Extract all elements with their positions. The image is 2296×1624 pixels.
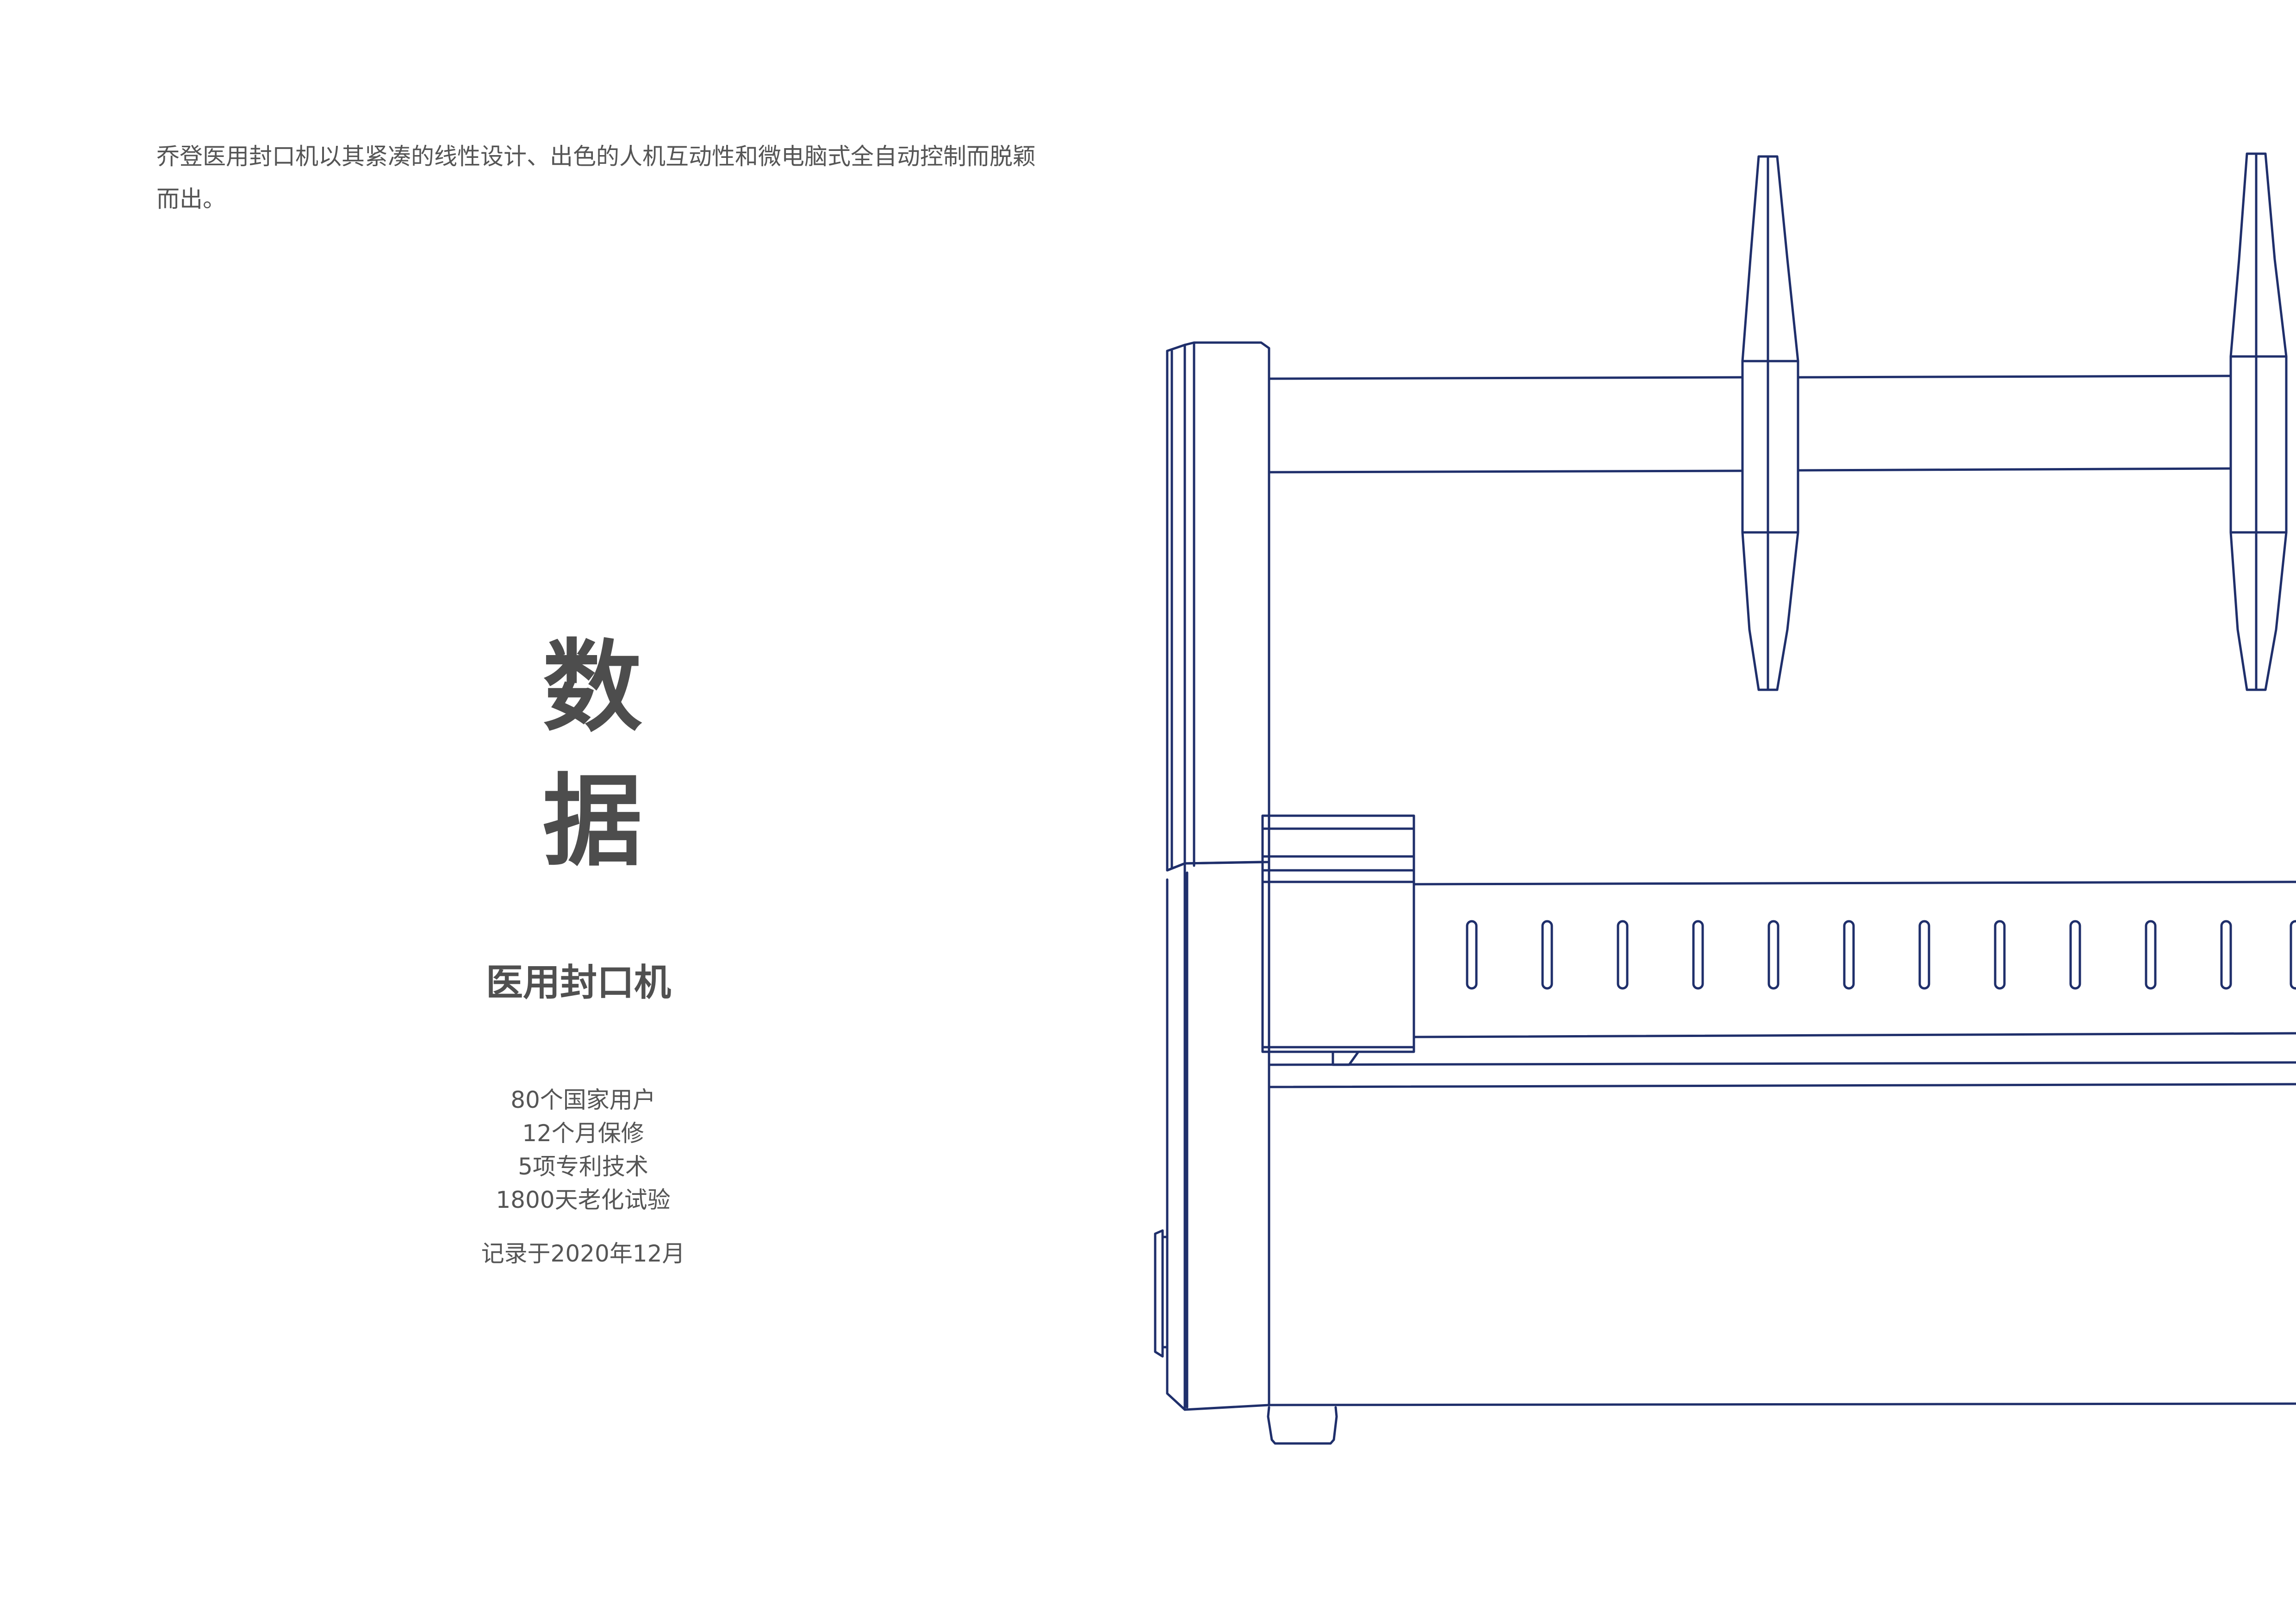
machine-spindle-2 (2229, 152, 2288, 691)
product-name: 医用封口机 (486, 961, 671, 1004)
stat-aging-test: 1800天老化试验 (496, 1187, 671, 1213)
stat-countries: 80个国家用户 (510, 1087, 656, 1113)
intro-paragraph: 乔登医用封口机以其紧凑的线性设计、出色的人机互动性和微电脑式全自动控制而脱颖 而… (156, 135, 1087, 220)
title-char-1: 数 (542, 629, 642, 745)
intro-line-2: 而出。 (156, 186, 226, 212)
stats-list: 80个国家用户 12个月保修 5项专利技术 1800天老化试验 (435, 1083, 731, 1217)
section-title: 数 据 (486, 620, 699, 889)
machine-spindle-1 (1741, 155, 1799, 691)
sealing-machine-illustration (1154, 152, 2296, 1445)
title-char-2: 据 (542, 763, 642, 880)
intro-line-1: 乔登医用封口机以其紧凑的线性设计、出色的人机互动性和微电脑式全自动控制而脱颖 (156, 143, 1036, 170)
stat-patents: 5项专利技术 (518, 1153, 648, 1180)
machine-vent-slots (1466, 920, 2296, 990)
record-date: 记录于2020年12月 (481, 1240, 685, 1267)
machine-left-frame (1154, 341, 1270, 1411)
machine-sealing-head (1261, 814, 1415, 1066)
machine-body-housing (1268, 881, 2296, 1406)
machine-rods (1268, 375, 2232, 474)
machine-foot (1267, 1406, 1338, 1445)
stat-warranty: 12个月保修 (522, 1120, 644, 1147)
